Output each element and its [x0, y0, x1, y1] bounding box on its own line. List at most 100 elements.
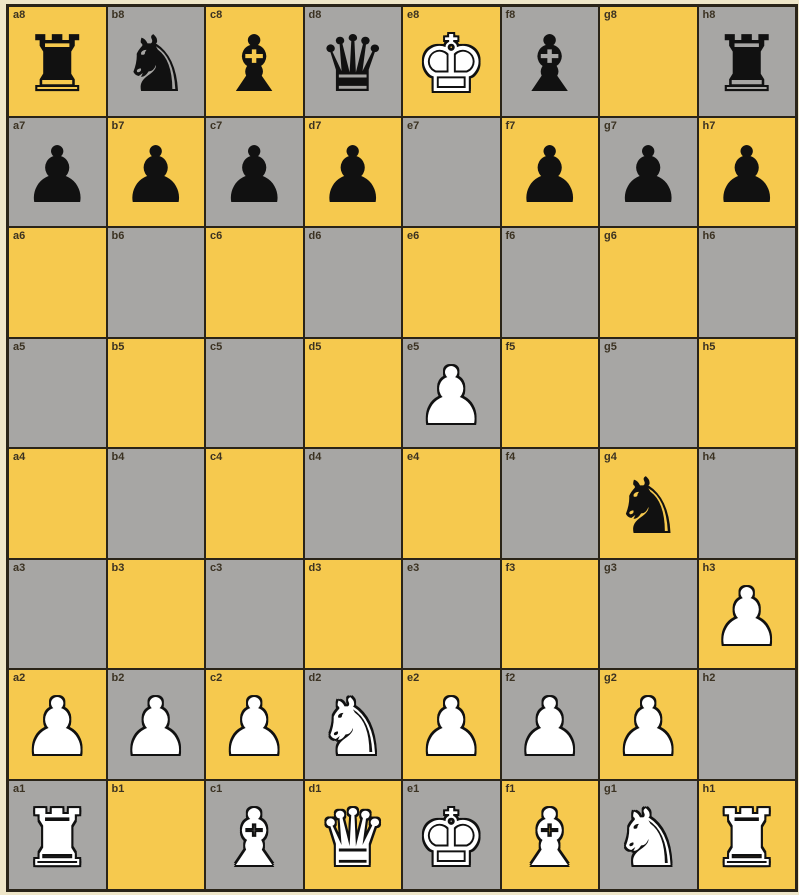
square-d7[interactable]: d7 ♟	[305, 118, 402, 227]
square-a8[interactable]: a8♜	[9, 7, 106, 116]
square-f1[interactable]: f1♝	[502, 781, 599, 890]
square-label: c1	[210, 783, 222, 795]
square-b6[interactable]: b6	[108, 228, 205, 337]
black-rook-icon[interactable]: ♜	[712, 26, 782, 104]
square-a1[interactable]: a1♜	[9, 781, 106, 890]
white-knight-icon[interactable]: ♞	[318, 689, 388, 767]
square-h5[interactable]: h5	[699, 339, 796, 448]
square-g1[interactable]: g1♞	[600, 781, 697, 890]
square-f5[interactable]: f5	[502, 339, 599, 448]
square-d5[interactable]: d5	[305, 339, 402, 448]
white-queen-icon[interactable]: ♛	[318, 800, 388, 878]
white-bishop-icon[interactable]: ♝	[515, 800, 585, 878]
square-g5[interactable]: g5	[600, 339, 697, 448]
square-c1[interactable]: c1 ♝	[206, 781, 303, 890]
square-a6[interactable]: a6	[9, 228, 106, 337]
black-pawn-icon[interactable]: ♟	[318, 137, 388, 215]
black-bishop-icon[interactable]: ♝	[515, 26, 585, 104]
square-e2[interactable]: e2♟	[403, 670, 500, 779]
square-h6[interactable]: h6	[699, 228, 796, 337]
white-knight-icon[interactable]: ♞	[613, 800, 683, 878]
square-c5[interactable]: c5	[206, 339, 303, 448]
square-e3[interactable]: e3	[403, 560, 500, 669]
square-h8[interactable]: h8♜	[699, 7, 796, 116]
square-d4[interactable]: d4	[305, 449, 402, 558]
square-e7[interactable]: e7	[403, 118, 500, 227]
square-e5[interactable]: e5♟	[403, 339, 500, 448]
black-pawn-icon[interactable]: ♟	[712, 137, 782, 215]
square-f8[interactable]: f8♝	[502, 7, 599, 116]
square-g7[interactable]: g7 ♟	[600, 118, 697, 227]
square-a5[interactable]: a5	[9, 339, 106, 448]
square-d6[interactable]: d6	[305, 228, 402, 337]
square-h2[interactable]: h2	[699, 670, 796, 779]
square-c8[interactable]: c8♝	[206, 7, 303, 116]
white-pawn-icon[interactable]: ♟	[22, 689, 92, 767]
white-pawn-icon[interactable]: ♟	[613, 689, 683, 767]
white-king-icon[interactable]: ♚	[416, 26, 486, 104]
square-h1[interactable]: h1♜	[699, 781, 796, 890]
white-pawn-icon[interactable]: ♟	[121, 689, 191, 767]
square-d3[interactable]: d3	[305, 560, 402, 669]
square-b8[interactable]: b8♞	[108, 7, 205, 116]
square-a4[interactable]: a4	[9, 449, 106, 558]
black-knight-icon[interactable]: ♞	[121, 26, 191, 104]
black-queen-icon[interactable]: ♛	[318, 26, 388, 104]
square-h3[interactable]: h3♟	[699, 560, 796, 669]
white-pawn-icon[interactable]: ♟	[416, 358, 486, 436]
square-c7[interactable]: c7♟	[206, 118, 303, 227]
black-rook-icon[interactable]: ♜	[22, 26, 92, 104]
square-h4[interactable]: h4	[699, 449, 796, 558]
square-a7[interactable]: a7♟	[9, 118, 106, 227]
square-f6[interactable]: f6	[502, 228, 599, 337]
square-label: h2	[703, 672, 716, 684]
square-d2[interactable]: d2♞	[305, 670, 402, 779]
square-c4[interactable]: c4	[206, 449, 303, 558]
square-e4[interactable]: e4	[403, 449, 500, 558]
square-g8[interactable]: g8	[600, 7, 697, 116]
white-pawn-icon[interactable]: ♟	[416, 689, 486, 767]
square-a2[interactable]: a2♟	[9, 670, 106, 779]
square-f3[interactable]: f3	[502, 560, 599, 669]
black-bishop-icon[interactable]: ♝	[219, 26, 289, 104]
square-b7[interactable]: b7♟	[108, 118, 205, 227]
black-pawn-icon[interactable]: ♟	[219, 137, 289, 215]
square-d1[interactable]: d1♛	[305, 781, 402, 890]
white-rook-icon[interactable]: ♜	[712, 800, 782, 878]
white-pawn-icon[interactable]: ♟	[515, 689, 585, 767]
square-label: d7	[309, 120, 322, 132]
square-f2[interactable]: f2♟	[502, 670, 599, 779]
white-king-icon[interactable]: ♚	[416, 800, 486, 878]
white-bishop-icon[interactable]: ♝	[219, 800, 289, 878]
square-g4[interactable]: g4♞	[600, 449, 697, 558]
square-e1[interactable]: e1♚	[403, 781, 500, 890]
square-label: c6	[210, 230, 222, 242]
square-g2[interactable]: g2♟	[600, 670, 697, 779]
square-c6[interactable]: c6	[206, 228, 303, 337]
square-f7[interactable]: f7♟	[502, 118, 599, 227]
square-b1[interactable]: b1	[108, 781, 205, 890]
white-rook-icon[interactable]: ♜	[22, 800, 92, 878]
square-g6[interactable]: g6	[600, 228, 697, 337]
square-c2[interactable]: c2♟	[206, 670, 303, 779]
black-pawn-icon[interactable]: ♟	[121, 137, 191, 215]
white-pawn-icon[interactable]: ♟	[712, 579, 782, 657]
square-a3[interactable]: a3	[9, 560, 106, 669]
square-g3[interactable]: g3	[600, 560, 697, 669]
square-b3[interactable]: b3	[108, 560, 205, 669]
black-pawn-icon[interactable]: ♟	[515, 137, 585, 215]
square-d8[interactable]: d8♛	[305, 7, 402, 116]
white-pawn-icon[interactable]: ♟	[219, 689, 289, 767]
square-h7[interactable]: h7♟	[699, 118, 796, 227]
square-e8[interactable]: e8♚	[403, 7, 500, 116]
square-e6[interactable]: e6	[403, 228, 500, 337]
square-b5[interactable]: b5	[108, 339, 205, 448]
square-f4[interactable]: f4	[502, 449, 599, 558]
square-c3[interactable]: c3	[206, 560, 303, 669]
black-knight-icon[interactable]: ♞	[613, 468, 683, 546]
square-b2[interactable]: b2♟	[108, 670, 205, 779]
square-label: g7	[604, 120, 617, 132]
black-pawn-icon[interactable]: ♟	[22, 137, 92, 215]
black-pawn-icon[interactable]: ♟	[613, 137, 683, 215]
square-b4[interactable]: b4	[108, 449, 205, 558]
